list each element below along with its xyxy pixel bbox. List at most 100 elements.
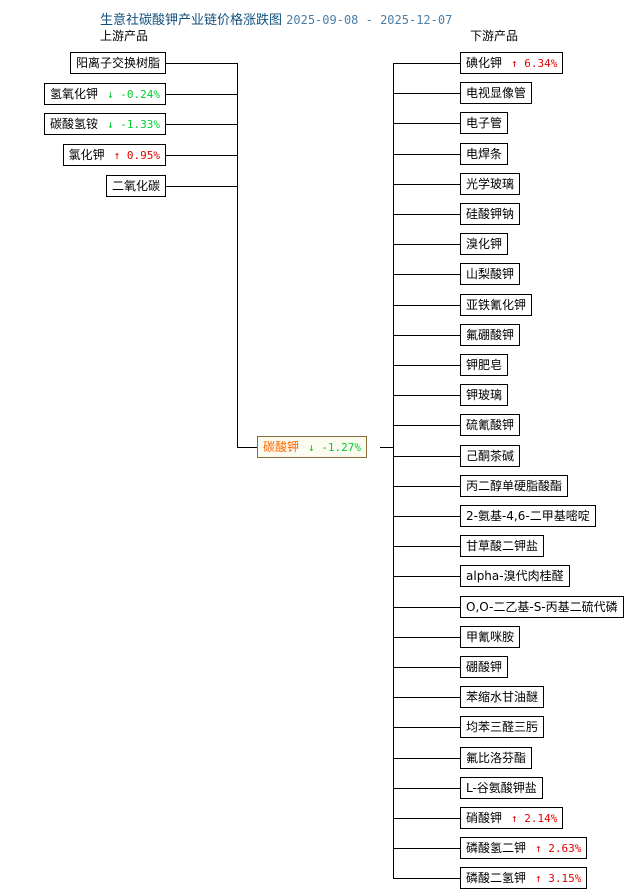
downstream-branch-4 — [393, 154, 460, 155]
node-label: 电焊条 — [466, 147, 503, 161]
downstream-branch-16 — [393, 516, 460, 517]
downstream-node-23[interactable]: 均苯三醛三肟 — [460, 716, 545, 738]
upstream-branch-2 — [166, 94, 237, 95]
node-label: 氟比洛芬酯 — [466, 751, 527, 765]
node-label: 氯化钾 — [68, 148, 105, 162]
change-up-value: ↑ 6.34% — [511, 57, 558, 70]
node-label: 溴化钾 — [466, 237, 503, 251]
downstream-node-26[interactable]: 硝酸钾↑ 2.14% — [460, 807, 564, 829]
downstream-node-22[interactable]: 苯缩水甘油醚 — [460, 686, 545, 708]
downstream-node-20[interactable]: 甲氰咪胺 — [460, 626, 521, 648]
node-label: 硼酸钾 — [466, 660, 503, 674]
downstream-node-15[interactable]: 丙二醇单硬脂酸酯 — [460, 475, 569, 497]
node-label: 硫氰酸钾 — [466, 418, 515, 432]
upstream-branch-1 — [166, 63, 237, 64]
change-down-value: ↓ -1.33% — [107, 118, 160, 131]
node-label: 氢氧化钾 — [50, 87, 99, 101]
downstream-branch-15 — [393, 486, 460, 487]
downstream-branch-7 — [393, 244, 460, 245]
downstream-column-label: 下游产品 — [470, 29, 519, 43]
center-node-carbonate[interactable]: 碳酸钾 ↓ -1.27% — [257, 436, 367, 458]
node-label: 磷酸二氢钾 — [466, 871, 527, 885]
downstream-node-17[interactable]: 甘草酸二钾盐 — [460, 535, 545, 557]
downstream-branch-22 — [393, 697, 460, 698]
downstream-branch-24 — [393, 758, 460, 759]
downstream-node-13[interactable]: 硫氰酸钾 — [460, 414, 521, 436]
node-label: 钾玻璃 — [466, 388, 503, 402]
change-down-value: ↓ -0.24% — [107, 88, 160, 101]
downstream-node-25[interactable]: L-谷氨酸钾盐 — [460, 777, 543, 799]
downstream-branch-14 — [393, 456, 460, 457]
node-label: 氟硼酸钾 — [466, 328, 515, 342]
downstream-node-7[interactable]: 溴化钾 — [460, 233, 509, 255]
upstream-branch-4 — [166, 155, 237, 156]
downstream-branch-8 — [393, 274, 460, 275]
downstream-node-1[interactable]: 碘化钾 ↑ 6.34% — [460, 52, 564, 74]
downstream-node-10[interactable]: 氟硼酸钾 — [460, 324, 521, 346]
downstream-trunk — [393, 63, 394, 878]
downstream-node-11[interactable]: 钾肥皂 — [460, 354, 509, 376]
downstream-node-2[interactable]: 电视显像管 — [460, 82, 533, 104]
node-label: 钾肥皂 — [466, 358, 503, 372]
downstream-branch-13 — [393, 425, 460, 426]
change-up-value: ↑ 3.15% — [535, 872, 582, 885]
date-range: 2025-09-08 - 2025-12-07 — [286, 13, 453, 27]
downstream-branch-9 — [393, 305, 460, 306]
downstream-node-9[interactable]: 亚铁氰化钾 — [460, 294, 533, 316]
downstream-branch-2 — [393, 93, 460, 94]
downstream-node-6[interactable]: 硅酸钾钠 — [460, 203, 521, 225]
downstream-branch-5 — [393, 184, 460, 185]
downstream-branch-17 — [393, 546, 460, 547]
node-label: 2-氨基-4,6-二甲基嘧啶 — [466, 509, 590, 523]
upstream-node-5[interactable]: 二氧化碳 — [105, 175, 166, 197]
upstream-node-4[interactable]: 氯化钾↑ 0.95% — [62, 144, 166, 166]
node-label: 碳酸钾 — [263, 440, 300, 454]
downstream-node-8[interactable]: 山梨酸钾 — [460, 263, 521, 285]
downstream-node-18[interactable]: alpha-溴代肉桂醛 — [460, 565, 570, 587]
center-to-downstream — [380, 447, 393, 448]
downstream-branch-25 — [393, 788, 460, 789]
upstream-node-1[interactable]: 阳离子交换树脂 — [69, 52, 166, 74]
page-title: 生意社碳酸钾产业链价格涨跌图 2025-09-08 - 2025-12-07 — [100, 9, 452, 28]
node-label: alpha-溴代肉桂醛 — [466, 569, 564, 583]
node-label: 磷酸氢二钾 — [466, 841, 527, 855]
upstream-node-3[interactable]: 碳酸氢铵 ↓ -1.33% — [44, 113, 166, 135]
downstream-node-27[interactable]: 磷酸氢二钾 ↑ 2.63% — [460, 837, 588, 859]
node-label: 碳酸氢铵 — [50, 117, 99, 131]
downstream-branch-26 — [393, 818, 460, 819]
downstream-node-16[interactable]: 2-氨基-4,6-二甲基嘧啶 — [460, 505, 596, 527]
downstream-node-14[interactable]: 己酮茶碱 — [460, 445, 521, 467]
node-label: 均苯三醛三肟 — [466, 720, 539, 734]
node-label: 甲氰咪胺 — [466, 630, 515, 644]
node-label: 电视显像管 — [466, 86, 527, 100]
downstream-node-19[interactable]: O,O-二乙基-S-丙基二硫代磷 — [460, 596, 624, 618]
node-label: 碘化钾 — [466, 56, 503, 70]
upstream-node-2[interactable]: 氢氧化钾 ↓ -0.24% — [44, 83, 166, 105]
title-text: 生意社碳酸钾产业链价格涨跌图 — [100, 13, 283, 28]
downstream-branch-11 — [393, 365, 460, 366]
node-label: 苯缩水甘油醚 — [466, 690, 539, 704]
upstream-branch-5 — [166, 186, 237, 187]
downstream-branch-3 — [393, 123, 460, 124]
downstream-node-4[interactable]: 电焊条 — [460, 143, 509, 165]
downstream-node-24[interactable]: 氟比洛芬酯 — [460, 747, 533, 769]
downstream-node-12[interactable]: 钾玻璃 — [460, 384, 509, 406]
downstream-node-5[interactable]: 光学玻璃 — [460, 173, 521, 195]
downstream-node-28[interactable]: 磷酸二氢钾 ↑ 3.15% — [460, 867, 588, 889]
downstream-node-21[interactable]: 硼酸钾 — [460, 656, 509, 678]
downstream-branch-20 — [393, 637, 460, 638]
downstream-branch-28 — [393, 878, 460, 879]
downstream-branch-18 — [393, 576, 460, 577]
node-label: L-谷氨酸钾盐 — [466, 781, 537, 795]
downstream-node-3[interactable]: 电子管 — [460, 112, 509, 134]
downstream-branch-19 — [393, 607, 460, 608]
change-up-value: ↑ 2.63% — [535, 842, 582, 855]
node-label: 丙二醇单硬脂酸酯 — [466, 479, 563, 493]
change-down-value: ↓ -1.27% — [308, 441, 361, 454]
downstream-branch-1 — [393, 63, 460, 64]
upstream-column-label: 上游产品 — [100, 29, 149, 43]
downstream-branch-10 — [393, 335, 460, 336]
node-label: 硝酸钾 — [466, 811, 503, 825]
node-label: 电子管 — [466, 116, 503, 130]
